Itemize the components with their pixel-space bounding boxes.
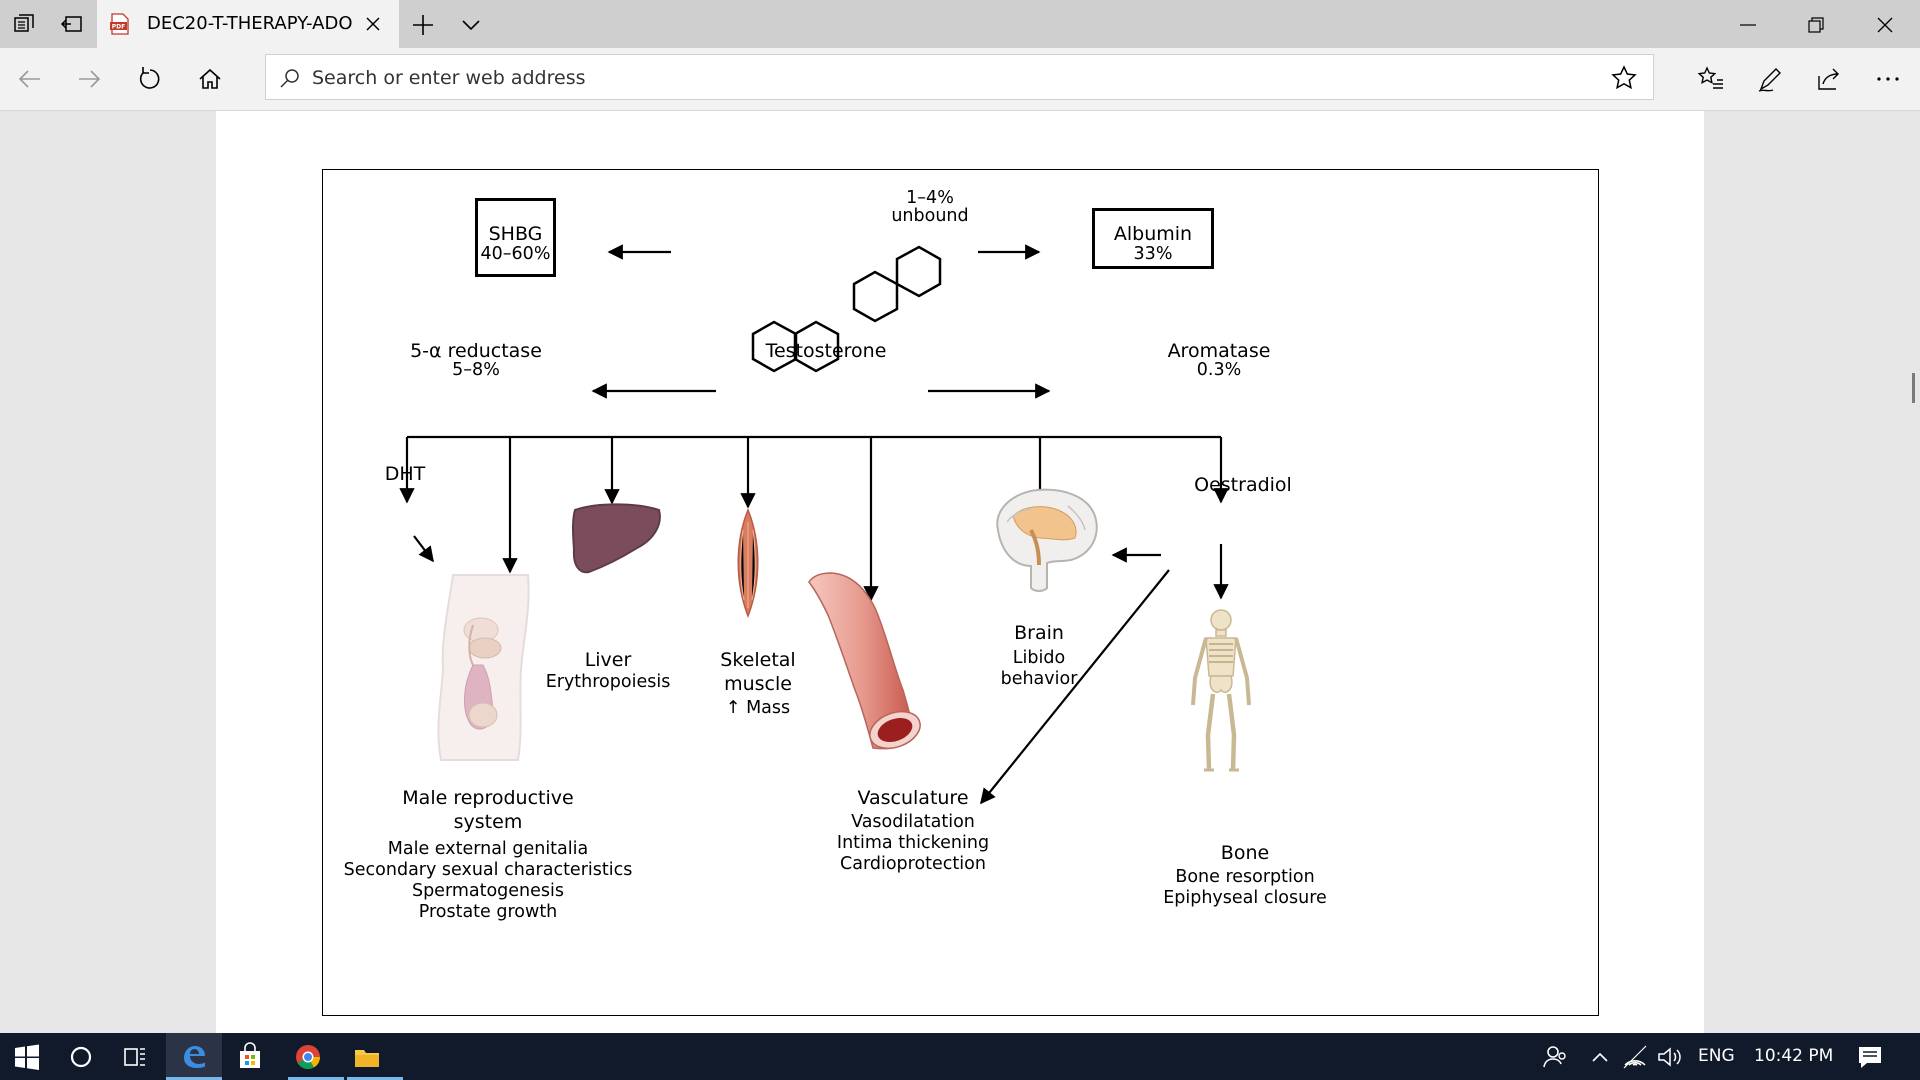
- scrollbar-thumb[interactable]: [1912, 373, 1915, 403]
- edge-icon[interactable]: [179, 1042, 209, 1072]
- figure-drawing: [399, 244, 1251, 805]
- clock[interactable]: 10:42 PM: [1754, 1046, 1834, 1066]
- address-bar[interactable]: [265, 54, 1654, 100]
- search-icon: [280, 69, 299, 88]
- reproductive-effect: Male external genitalia: [387, 839, 589, 859]
- pdf-icon: PDF: [110, 13, 129, 35]
- brain-title: Brain: [1014, 622, 1064, 644]
- navigation-bar: [0, 48, 1920, 111]
- reproductive-effect: Prostate growth: [418, 902, 558, 922]
- reproductive-illustration: [437, 574, 530, 761]
- edge-active-bg: [166, 1033, 222, 1080]
- more-icon[interactable]: [1874, 65, 1902, 93]
- liver-title: Liver: [584, 649, 632, 671]
- albumin-box: Albumin 33%: [1092, 208, 1214, 269]
- reproductive-title-line2: system: [453, 811, 523, 833]
- plus-icon[interactable]: [410, 12, 436, 38]
- chevron-up-icon[interactable]: [1585, 1042, 1615, 1072]
- shbg-value: 40–60%: [480, 244, 551, 264]
- muscle-illustration: [737, 508, 759, 619]
- vessel-illustration: [808, 572, 921, 750]
- aromatase-label: Aromatase: [1167, 340, 1271, 362]
- pen-icon[interactable]: [1756, 65, 1784, 93]
- dht-label: DHT: [384, 463, 426, 485]
- vasculature-title: Vasculature: [857, 787, 969, 809]
- reductase-label: 5-α reductase: [410, 340, 542, 362]
- chrome-running-indicator: [288, 1077, 344, 1080]
- minimize-icon[interactable]: [1735, 12, 1761, 38]
- favorites-icon[interactable]: [1697, 65, 1725, 93]
- muscle-title-line2: muscle: [724, 673, 792, 695]
- albumin-label: Albumin: [1113, 223, 1193, 245]
- forward-arrow-icon[interactable]: [75, 65, 103, 93]
- people-icon[interactable]: [1540, 1042, 1570, 1072]
- windows-start-icon[interactable]: [12, 1042, 42, 1072]
- oestradiol-label: Oestradiol: [1194, 474, 1292, 496]
- file-explorer-icon[interactable]: [352, 1042, 382, 1072]
- brain-illustration: [996, 488, 1098, 592]
- vasculature-effect: Cardioprotection: [840, 854, 986, 874]
- shbg-label: SHBG: [488, 223, 543, 245]
- muscle-effect: ↑ Mass: [725, 698, 791, 718]
- back-arrow-icon[interactable]: [16, 65, 44, 93]
- window-close-icon[interactable]: [1872, 12, 1898, 38]
- close-icon[interactable]: [363, 14, 383, 34]
- bone-title: Bone: [1220, 842, 1270, 864]
- skeleton-illustration: [1191, 609, 1251, 772]
- tab-preview-icon[interactable]: [60, 12, 84, 36]
- taskbar: ENG 10:42 PM: [0, 1033, 1920, 1080]
- share-icon[interactable]: [1815, 65, 1843, 93]
- reproductive-title-line1: Male reproductive: [402, 787, 574, 809]
- star-icon[interactable]: [1611, 65, 1637, 91]
- language-indicator[interactable]: ENG: [1698, 1046, 1735, 1066]
- aromatase-value: 0.3%: [1196, 360, 1242, 380]
- refresh-icon[interactable]: [136, 65, 164, 93]
- testosterone-label: Testosterone: [765, 340, 887, 362]
- reductase-value: 5–8%: [452, 360, 500, 380]
- vasculature-effect: Vasodilatation: [851, 812, 975, 832]
- store-icon[interactable]: [235, 1042, 265, 1072]
- notifications-icon[interactable]: [1855, 1042, 1885, 1072]
- edge-active-indicator: [166, 1077, 222, 1080]
- chevron-down-icon[interactable]: [460, 14, 482, 36]
- chrome-icon[interactable]: [293, 1042, 323, 1072]
- reproductive-effect: Secondary sexual characteristics: [343, 860, 633, 880]
- reproductive-effect: Spermatogenesis: [411, 881, 565, 901]
- unbound-percent: 1–4%: [906, 188, 954, 208]
- bone-effect: Bone resorption: [1175, 867, 1315, 887]
- volume-icon[interactable]: [1655, 1042, 1685, 1072]
- svg-text:PDF: PDF: [112, 24, 125, 31]
- wifi-icon[interactable]: [1620, 1042, 1650, 1072]
- tab-aside-icon[interactable]: [12, 12, 36, 36]
- address-input[interactable]: [310, 61, 1514, 95]
- active-tab[interactable]: PDF DEC20-T-THERAPY-ADO: [97, 0, 399, 48]
- muscle-title-line1: Skeletal: [720, 649, 796, 671]
- testosterone-molecule: [751, 245, 942, 373]
- brain-effect-line1: Libido: [1012, 648, 1066, 668]
- task-view-icon[interactable]: [120, 1042, 150, 1072]
- liver-illustration: [572, 503, 661, 574]
- liver-effect: Erythropoiesis: [545, 672, 671, 692]
- cortana-icon[interactable]: [66, 1042, 96, 1072]
- title-bar: PDF DEC20-T-THERAPY-ADO: [0, 0, 1920, 48]
- shbg-box: SHBG 40–60%: [475, 198, 556, 277]
- vasculature-effect: Intima thickening: [836, 833, 990, 853]
- pdf-viewer[interactable]: SHBG 40–60% 1–4% unbound Albumin 33% 5-α…: [0, 111, 1920, 1033]
- restore-icon[interactable]: [1803, 12, 1829, 38]
- albumin-value: 33%: [1133, 244, 1173, 264]
- brain-effect-line2: behavior: [1000, 669, 1078, 689]
- pdf-page: SHBG 40–60% 1–4% unbound Albumin 33% 5-α…: [216, 111, 1704, 1033]
- testosterone-figure: SHBG 40–60% 1–4% unbound Albumin 33% 5-α…: [322, 169, 1599, 1016]
- unbound-label: unbound: [891, 206, 969, 226]
- bone-effect: Epiphyseal closure: [1163, 888, 1327, 908]
- tab-title: DEC20-T-THERAPY-ADO: [147, 13, 352, 34]
- explorer-running-indicator: [347, 1077, 403, 1080]
- home-icon[interactable]: [196, 65, 224, 93]
